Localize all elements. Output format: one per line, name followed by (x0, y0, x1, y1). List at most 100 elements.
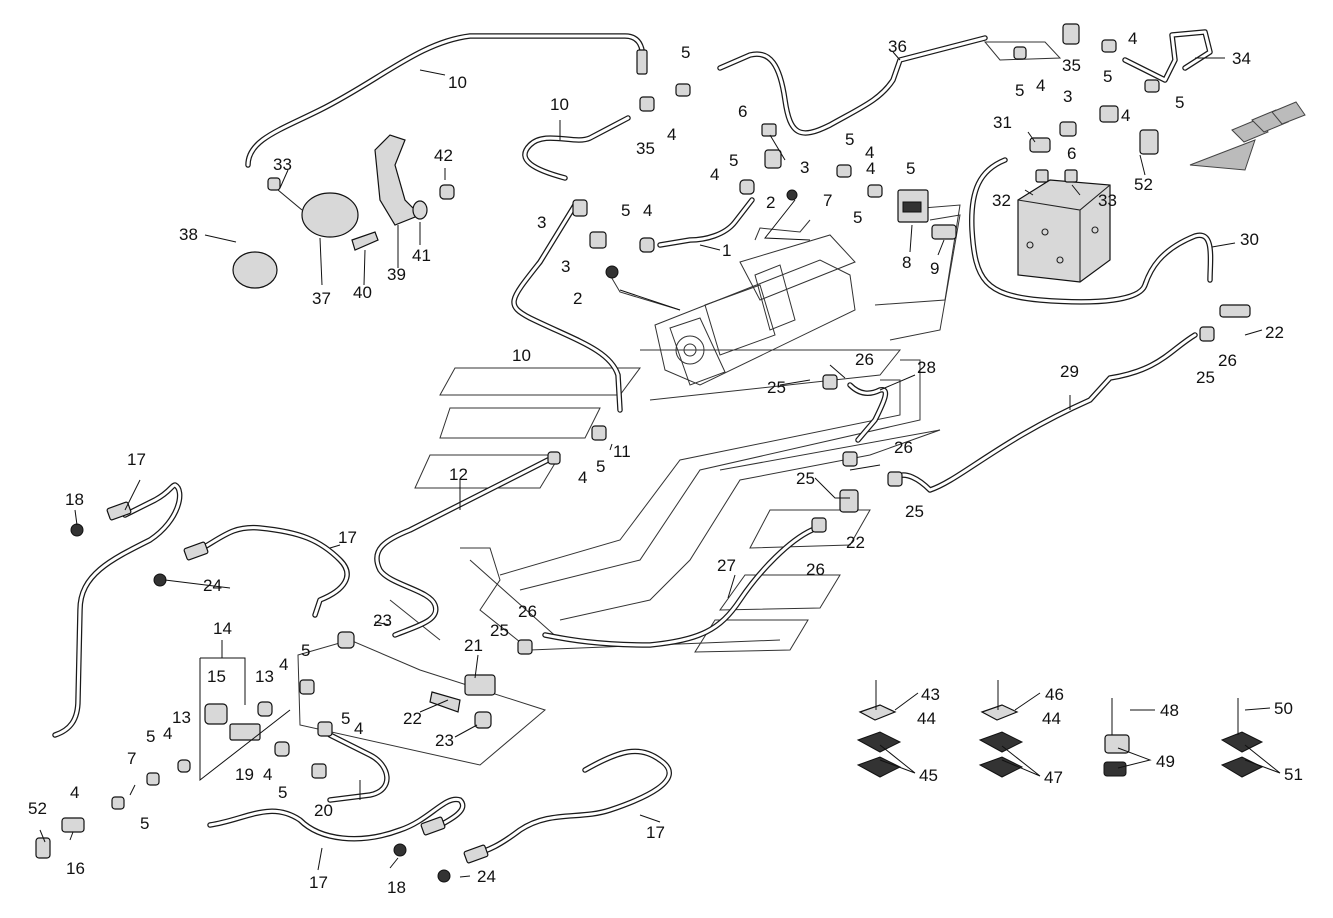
callout: 25 (1196, 368, 1215, 387)
callout: 21 (464, 636, 483, 655)
hose-end (106, 501, 489, 864)
callout: 5 (341, 709, 350, 728)
callout: 5 (1015, 81, 1024, 100)
bracket-39 (374, 134, 422, 226)
callout: 32 (992, 191, 1011, 210)
callout: 28 (917, 358, 936, 377)
callout: 7 (127, 749, 136, 768)
callout: 44 (917, 709, 936, 728)
fittings-32-33 (1035, 169, 1078, 183)
clamp-set-48-49 (1103, 698, 1130, 777)
callout: 45 (919, 766, 938, 785)
callout: 4 (866, 159, 875, 178)
callout: 17 (309, 873, 328, 892)
direction-arrow (1189, 101, 1306, 171)
callout: 6 (738, 102, 747, 121)
callout: 26 (806, 560, 825, 579)
bolt-40 (351, 231, 379, 251)
callout: 3 (537, 213, 546, 232)
callout: 33 (273, 155, 292, 174)
clamp-set-43-45 (856, 680, 902, 778)
callout: 5 (681, 43, 690, 62)
callout: 4 (667, 125, 676, 144)
accumulator-37 (271, 184, 359, 238)
tee-21 (464, 639, 533, 696)
callout: 25 (490, 621, 509, 640)
sensor-9 (931, 224, 957, 240)
callout: 4 (1121, 106, 1130, 125)
washer-41-42 (412, 184, 455, 220)
pump-assembly-ghost (609, 219, 856, 386)
nut-fitting (1101, 39, 1160, 93)
callout: 5 (1103, 67, 1112, 86)
hydraulic-pipes (52, 29, 1214, 859)
callout: 33 (1098, 191, 1117, 210)
clamp-set-46-47 (978, 680, 1024, 778)
callout: 48 (1160, 701, 1179, 720)
callout: 5 (845, 130, 854, 149)
callout: 35 (1062, 56, 1081, 75)
plug-2 (605, 189, 798, 279)
callout: 5 (278, 783, 287, 802)
callout: 20 (314, 801, 333, 820)
callout: 5 (729, 151, 738, 170)
callout: 4 (354, 719, 363, 738)
callout: 27 (717, 556, 736, 575)
callout: 10 (512, 346, 531, 365)
callout: 36 (888, 37, 907, 56)
tee-22a (1199, 304, 1251, 342)
callout: 4 (163, 724, 172, 743)
tee-35b (1062, 23, 1080, 45)
callout: 9 (930, 259, 939, 278)
callout: 3 (561, 257, 570, 276)
callout: 25 (767, 378, 786, 397)
callout: 10 (448, 73, 467, 92)
callout: 18 (65, 490, 84, 509)
callout: 10 (550, 95, 569, 114)
nut-fitting (836, 164, 852, 178)
sensor-19 (229, 723, 261, 741)
callout: 52 (1134, 175, 1153, 194)
callout: 37 (312, 289, 331, 308)
callout: 5 (596, 457, 605, 476)
callout: 3 (1063, 87, 1072, 106)
callout: 39 (387, 265, 406, 284)
callout: 52 (28, 799, 47, 818)
callout-labels: 10 36 4 34 5 35 5 4 5 10 5 35 4 6 3 4 5 … (28, 29, 1303, 897)
nut-fitting (547, 425, 607, 465)
callout: 13 (255, 667, 274, 686)
callout: 22 (403, 709, 422, 728)
callout: 23 (435, 731, 454, 750)
callout: 5 (853, 208, 862, 227)
callout: 4 (1128, 29, 1137, 48)
fitting-33a (267, 177, 281, 191)
callout: 34 (1232, 49, 1251, 68)
fittings-13 (177, 701, 290, 773)
switch-15 (204, 703, 228, 725)
callout: 17 (646, 823, 665, 842)
callout: 18 (387, 878, 406, 897)
callout: 2 (573, 289, 582, 308)
elbow-35 (636, 49, 655, 112)
callout: 50 (1274, 699, 1293, 718)
callout: 16 (66, 859, 85, 878)
callout: 6 (1067, 144, 1076, 163)
callout: 7 (823, 191, 832, 210)
callout: 24 (203, 576, 222, 595)
callout: 4 (1036, 76, 1045, 95)
nut-fitting (811, 374, 838, 533)
callout: 46 (1045, 685, 1064, 704)
callout: 22 (1265, 323, 1284, 342)
clamp-38 (232, 251, 278, 289)
callout: 29 (1060, 362, 1079, 381)
callout: 11 (613, 442, 631, 461)
callout: 8 (902, 253, 911, 272)
callout: 42 (434, 146, 453, 165)
callout: 4 (279, 655, 288, 674)
callout: 2 (766, 193, 775, 212)
nut-fitting (867, 184, 883, 198)
valve-block (1017, 179, 1111, 283)
callout: 26 (855, 350, 874, 369)
callout: 41 (412, 246, 431, 265)
callout: 4 (710, 165, 719, 184)
